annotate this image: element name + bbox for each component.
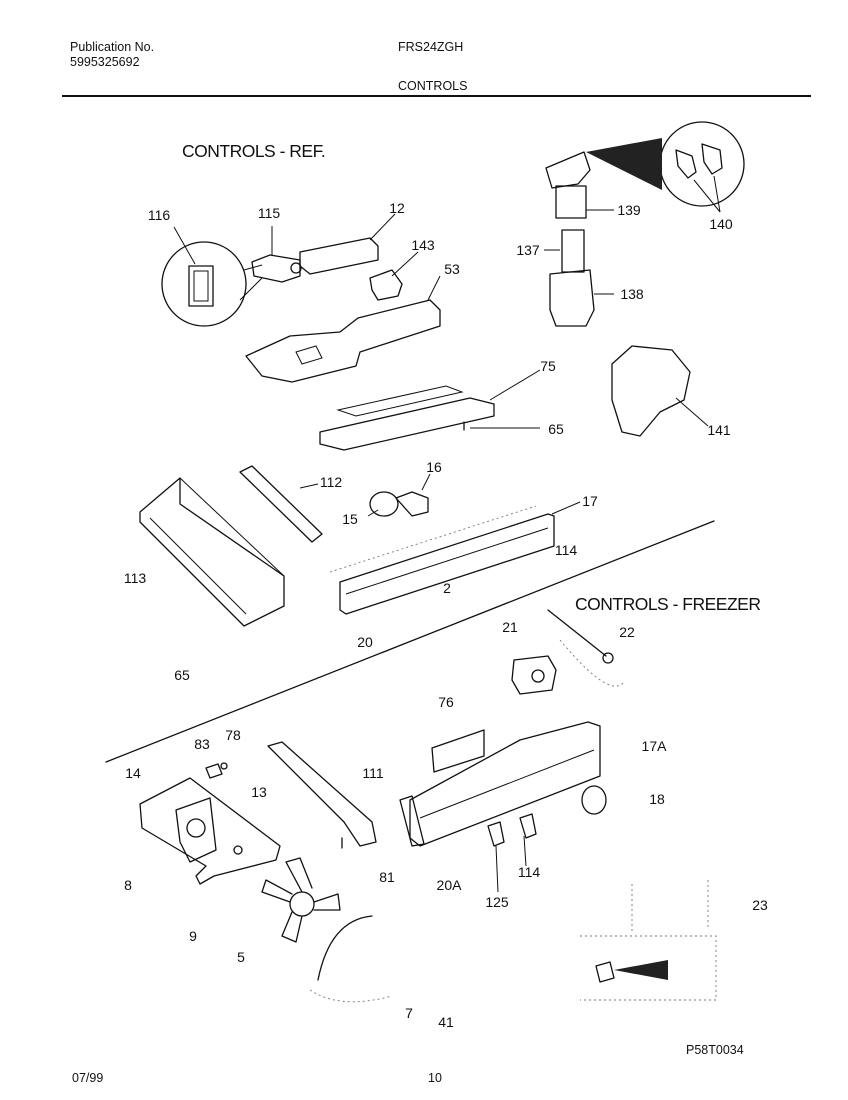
section-title-ref: CONTROLS - REF. (182, 141, 326, 161)
inset-circle-140 (659, 121, 745, 207)
callout-14: 14 (125, 765, 141, 781)
callout-16: 16 (426, 459, 442, 475)
callout-20: 20 (357, 634, 373, 650)
inset-wedge-140 (586, 138, 662, 190)
section-title-freezer: CONTROLS - FREEZER (575, 594, 761, 614)
callout-5: 5 (237, 949, 245, 965)
part-14-bracket (139, 777, 281, 885)
callout-15: 15 (342, 511, 358, 527)
callout-23: 23 (752, 897, 768, 913)
callout-125: 125 (485, 894, 509, 910)
callout-139: 139 (617, 202, 641, 218)
callout-114-freezer: 114 (517, 864, 541, 880)
part-141-valve (611, 345, 691, 437)
part-13-motor (175, 797, 217, 863)
callout-137: 137 (516, 242, 540, 258)
callout-114-ref: 114 (554, 542, 578, 558)
part-23-clip (595, 961, 615, 983)
callout-65-lower: 65 (174, 667, 190, 683)
inset-circle-116 (161, 241, 247, 327)
part-17-shield (339, 513, 555, 615)
callout-17: 17 (582, 493, 598, 509)
callout-18: 18 (649, 791, 665, 807)
model-number: FRS24ZGH (398, 40, 464, 54)
callout-7: 7 (405, 1005, 413, 1021)
part-139-housing (555, 185, 587, 219)
callout-111: 111 (362, 765, 384, 781)
part-137-cartridge (561, 229, 585, 273)
part-83-clip (205, 763, 223, 779)
callout-113: 113 (123, 570, 147, 586)
callout-12: 12 (389, 200, 405, 216)
callout-21: 21 (502, 619, 518, 635)
callout-8: 8 (124, 877, 132, 893)
callout-116: 116 (147, 207, 171, 223)
callout-81: 81 (379, 869, 395, 885)
header-rule (62, 95, 811, 97)
callout-78: 78 (225, 727, 241, 743)
part-112-rod (239, 465, 323, 543)
callout-83: 83 (194, 736, 210, 752)
callout-20A: 20A (436, 877, 462, 893)
part-81-bracket (267, 741, 377, 847)
part-116-gasket (188, 265, 214, 307)
callout-17A: 17A (641, 738, 667, 754)
part-138-bowl (549, 269, 595, 327)
callout-22: 22 (619, 624, 635, 640)
part-5-fan-hub (289, 891, 315, 917)
part-139-head (545, 151, 591, 189)
part-16-socket (395, 491, 429, 517)
part-15-bulb (369, 491, 399, 517)
part-12-cover (299, 237, 379, 275)
callout-140: 140 (709, 216, 733, 232)
callout-141: 141 (707, 422, 731, 438)
part-125-clip (487, 821, 505, 847)
callout-13: 13 (251, 784, 267, 800)
callout-65-upper: 65 (548, 421, 564, 437)
callout-9: 9 (189, 928, 197, 944)
part-21-control (511, 655, 557, 695)
part-78-screw (220, 762, 228, 770)
part-113-panel (139, 477, 285, 627)
callout-138: 138 (620, 286, 644, 302)
part-75-duct (319, 397, 495, 451)
part-17A-channel (409, 721, 601, 847)
section-divider-line (105, 520, 715, 763)
callout-76: 76 (438, 694, 454, 710)
callout-53: 53 (444, 261, 460, 277)
part-115-bracket (251, 254, 301, 283)
callout-143: 143 (411, 237, 435, 253)
part-22-tube (547, 609, 607, 657)
part-7-housing (317, 915, 373, 981)
callout-41: 41 (438, 1014, 454, 1030)
publication-label: Publication No. (70, 40, 155, 54)
callout-75: 75 (540, 358, 556, 374)
footer-page-number: 10 (428, 1071, 442, 1085)
part-76-bracket (431, 729, 485, 773)
page-section-title: CONTROLS (398, 79, 468, 93)
callout-115: 115 (257, 205, 281, 221)
callout-112: 112 (319, 474, 343, 490)
publication-number: 5995325692 (70, 55, 140, 69)
callout-2: 2 (443, 580, 451, 596)
footer-date: 07/99 (72, 1071, 104, 1085)
footer-diagram-id: P58T0034 (686, 1043, 744, 1057)
part-143-clip (369, 269, 403, 301)
part-53-housing (245, 299, 441, 383)
